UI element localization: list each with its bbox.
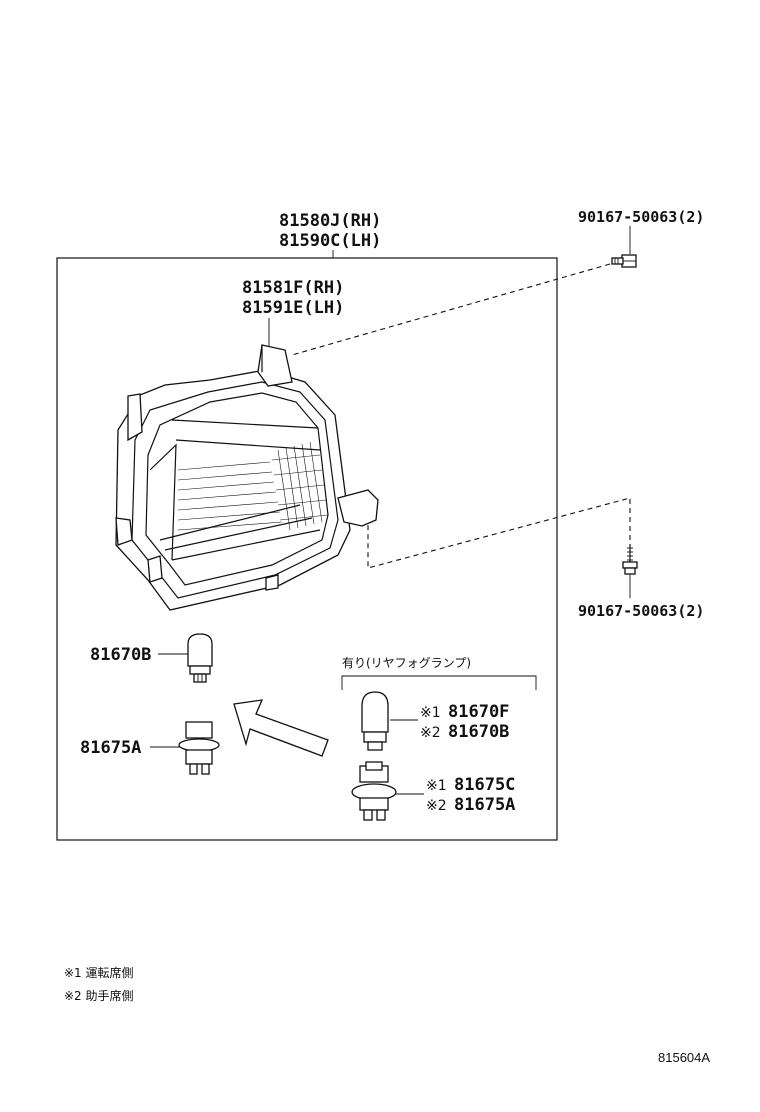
screw-bottom-dashed-path [367,497,631,569]
option-socket-part-number-2[interactable]: 81675A [454,795,515,815]
screw-bottom-part-number[interactable]: 90167-50063(2) [578,602,704,620]
option-group-title[interactable]: 有り(リヤフォグランプ) [342,656,471,670]
direction-arrow-icon [233,699,329,757]
option-socket-part-number-1[interactable]: 81675C [454,775,515,795]
option-bulb-part-number-1[interactable]: 81670F [448,702,509,722]
lens-part-number-lh[interactable]: 81591E(LH) [242,298,344,318]
diagram-code: 815604A [658,1050,710,1065]
socket-left-part-number[interactable]: 81675A [80,738,141,758]
screw-top-dashed-path [291,263,611,356]
option-bulb-part-number-2[interactable]: 81670B [448,722,509,742]
assembly-part-number-lh[interactable]: 81590C(LH) [279,231,381,251]
lens-part-number-rh[interactable]: 81581F(RH) [242,278,344,298]
fog-lamp-housing-drawing [115,344,379,611]
option-bulb-mark-2: ※2 [420,725,441,741]
option-bulb-mark-1: ※1 [420,705,441,721]
footnote-1: ※1 運転席側 [64,965,134,980]
screw-top-part-number[interactable]: 90167-50063(2) [578,208,704,226]
option-socket-icon [351,761,397,821]
socket-left-icon [178,721,220,775]
bulb-left-icon [187,633,213,683]
screw-top-icon [611,254,637,268]
assembly-frame [56,257,558,841]
screw-bottom-icon [622,544,638,575]
option-bulb-icon [361,691,389,751]
assembly-part-number-rh[interactable]: 81580J(RH) [279,211,381,231]
footnote-2: ※2 助手席側 [64,988,134,1003]
option-socket-mark-2: ※2 [426,798,447,814]
option-group-bracket [341,675,537,690]
bulb-left-part-number[interactable]: 81670B [90,645,151,665]
option-socket-mark-1: ※1 [426,778,447,794]
